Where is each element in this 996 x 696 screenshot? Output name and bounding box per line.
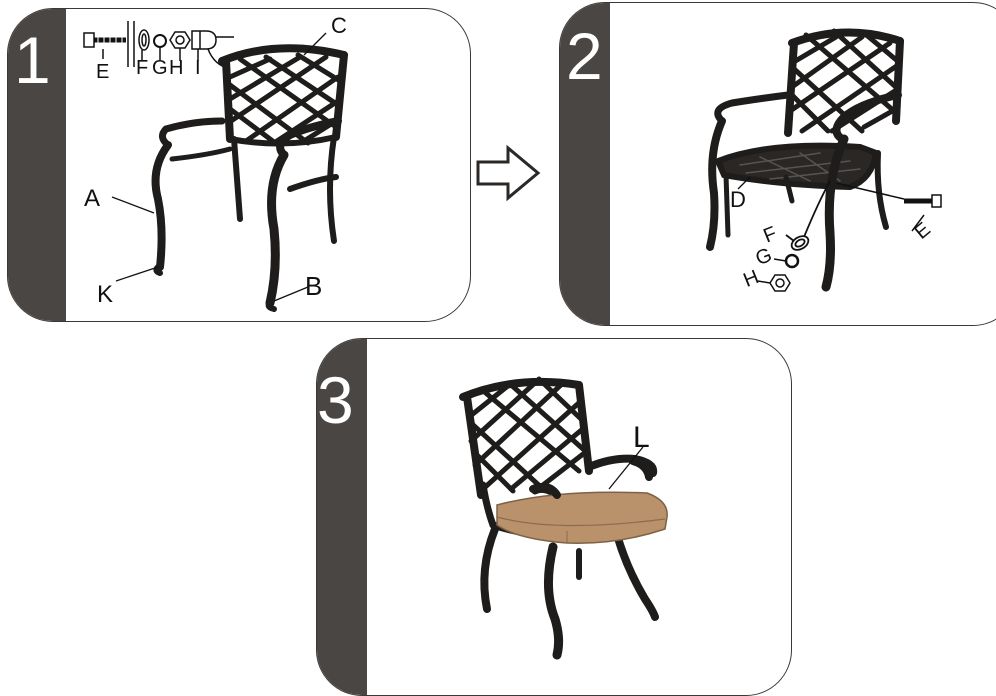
label-e: E [96, 62, 109, 82]
bolt-e-icon [84, 21, 134, 67]
step-3-panel: 3 [316, 338, 792, 696]
step-3-illustration [317, 339, 792, 696]
label-b: B [305, 273, 322, 299]
nut-h-icon [758, 275, 790, 291]
chair-with-seat-icon [710, 31, 900, 287]
label-d: D [730, 189, 746, 211]
label-g: G [152, 58, 168, 78]
step-2-panel: 2 [559, 2, 996, 326]
label-i: I [195, 58, 201, 78]
lockwasher-g-icon [774, 255, 798, 267]
washer-f-icon [786, 181, 830, 253]
label-f: F [136, 58, 148, 78]
step-1-panel: 1 [7, 8, 471, 322]
label-k: K [97, 283, 113, 307]
step-1-illustration [8, 9, 471, 322]
label-l: L [633, 423, 650, 453]
cushion-icon [497, 492, 667, 543]
label-h: H [169, 58, 183, 78]
label-c: C [331, 15, 347, 37]
chair-frame-icon [156, 48, 344, 309]
step-2-illustration [560, 3, 996, 326]
label-a: A [84, 187, 100, 211]
arrow-right-icon [474, 142, 544, 204]
